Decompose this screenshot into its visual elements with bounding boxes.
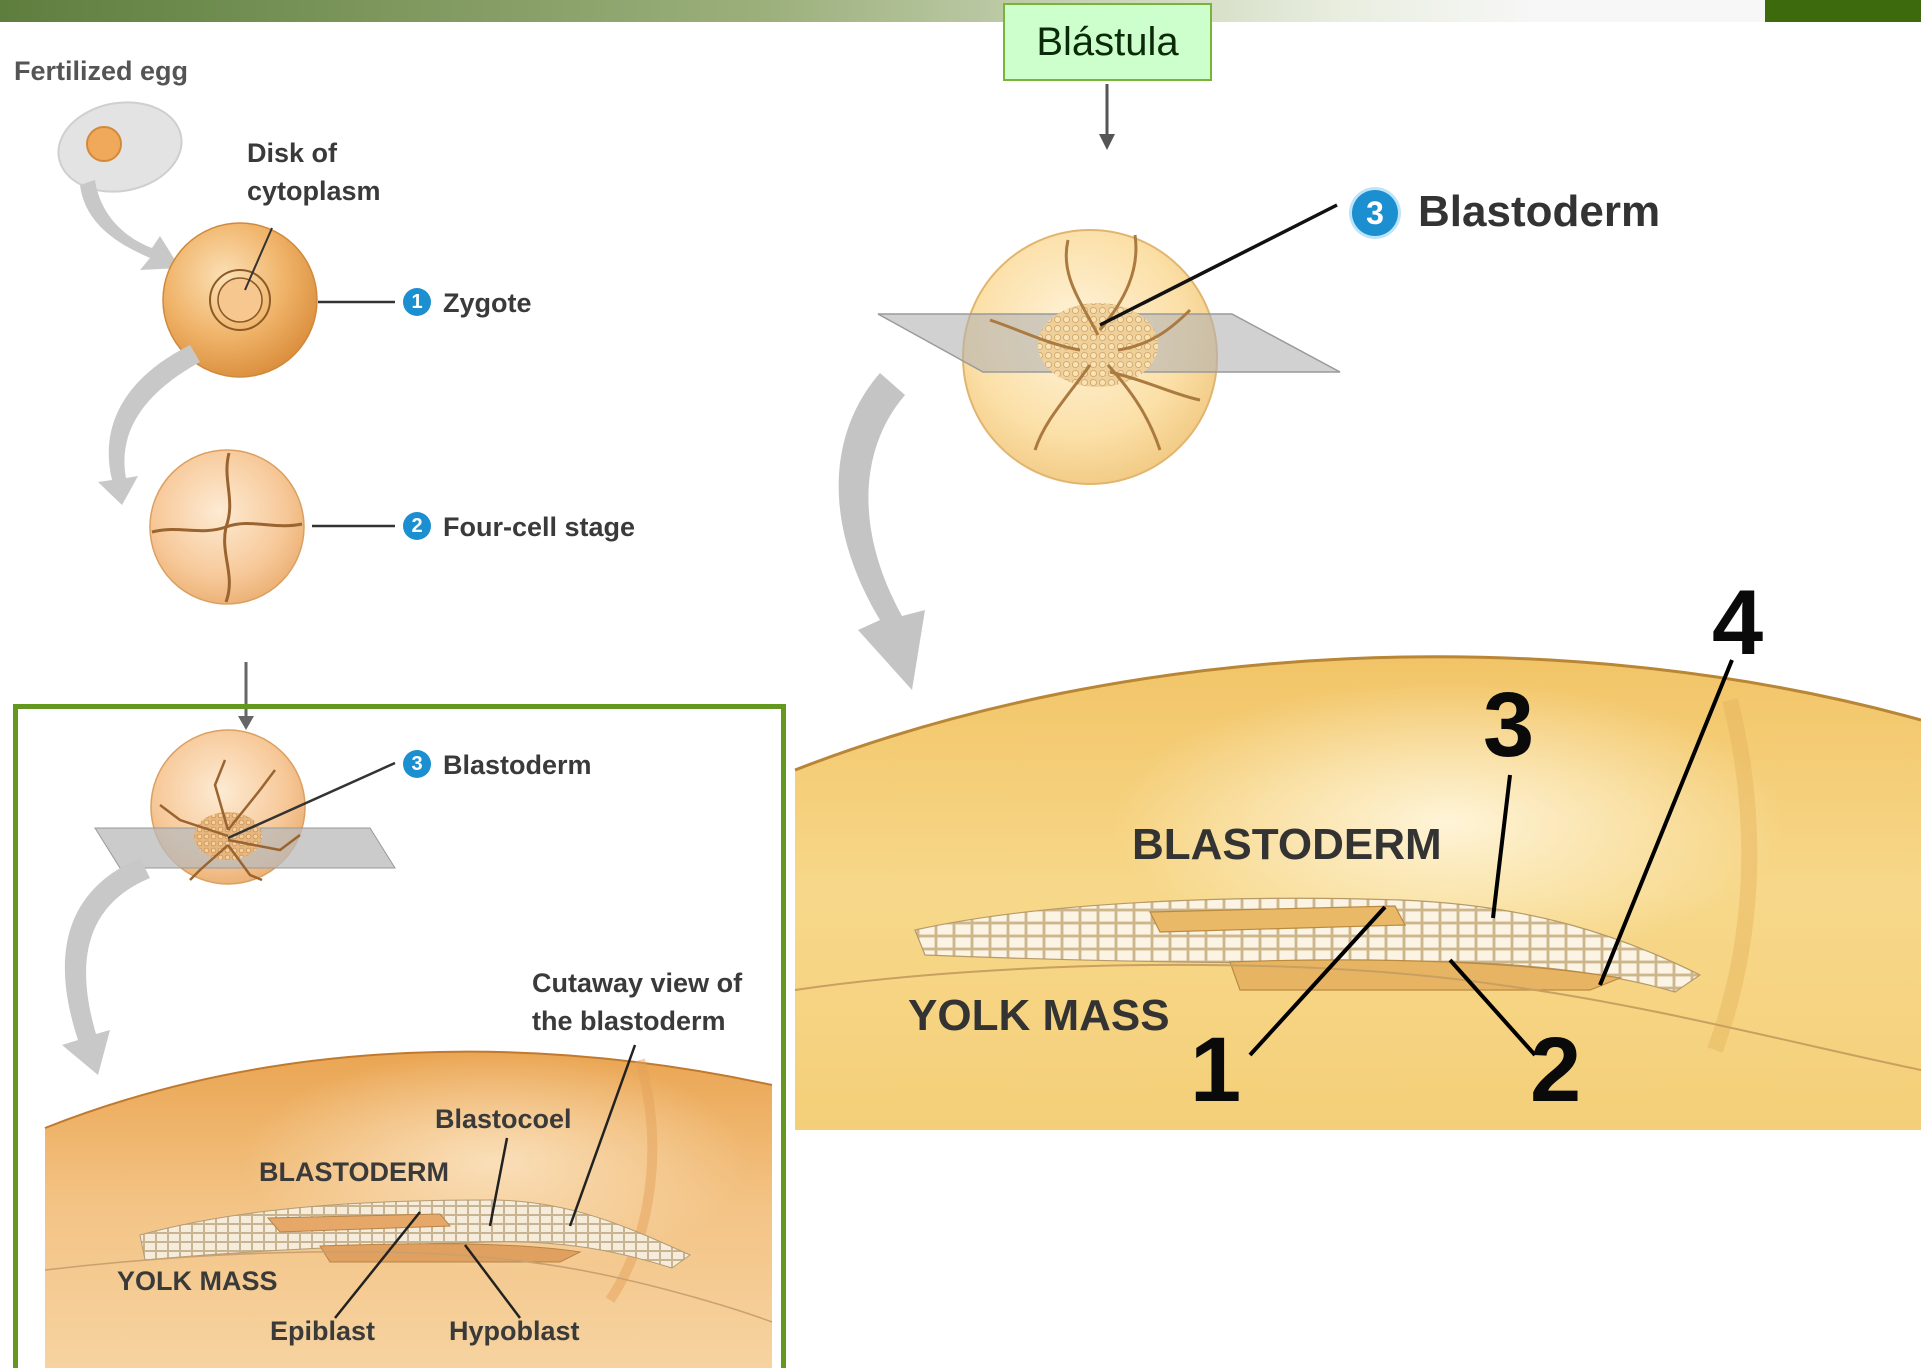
blastoderm-egg-large xyxy=(878,205,1340,484)
curved-arrow-1 xyxy=(80,180,180,270)
yolk-mass-label-left: YOLK MASS xyxy=(117,1264,278,1298)
zygote-label: Zygote xyxy=(443,286,532,320)
yolk-mass-label-right: YOLK MASS xyxy=(908,991,1170,1041)
cutaway-illustration-right xyxy=(795,657,1921,1130)
step-1-badge: 1 xyxy=(403,288,431,316)
disk-of-cytoplasm-label-line2: cytoplasm xyxy=(247,174,381,208)
epiblast-label: Epiblast xyxy=(270,1314,375,1348)
disk-of-cytoplasm-label-line1: Disk of xyxy=(247,136,337,170)
blastoderm-caps-label-right: BLASTODERM xyxy=(1132,820,1442,870)
marker-3: 3 xyxy=(1483,675,1534,775)
cutaway-label-line1: Cutaway view of xyxy=(532,966,742,1000)
step-3-badge-right: 3 xyxy=(1352,190,1398,236)
marker-2: 2 xyxy=(1530,1020,1581,1120)
zygote-illustration xyxy=(163,223,395,377)
four-cell-illustration xyxy=(150,450,395,604)
cutaway-label-line2: the blastoderm xyxy=(532,1004,726,1038)
four-cell-stage-label: Four-cell stage xyxy=(443,510,635,544)
blastula-label-box: Blástula xyxy=(1003,3,1212,81)
blastoderm-caps-label-left: BLASTODERM xyxy=(259,1155,449,1189)
hypoblast-label: Hypoblast xyxy=(449,1314,580,1348)
blastoderm-label-right: Blastoderm xyxy=(1418,187,1660,237)
curved-arrow-right xyxy=(839,373,925,690)
marker-1: 1 xyxy=(1190,1020,1241,1120)
blastoderm-label-left: Blastoderm xyxy=(443,748,592,782)
marker-4: 4 xyxy=(1712,573,1763,673)
blastocoel-label: Blastocoel xyxy=(435,1102,572,1136)
step-3-badge-left: 3 xyxy=(403,750,431,778)
fertilized-egg-label: Fertilized egg xyxy=(14,54,188,88)
step-2-badge: 2 xyxy=(403,512,431,540)
fertilized-egg-illustration xyxy=(51,93,188,201)
